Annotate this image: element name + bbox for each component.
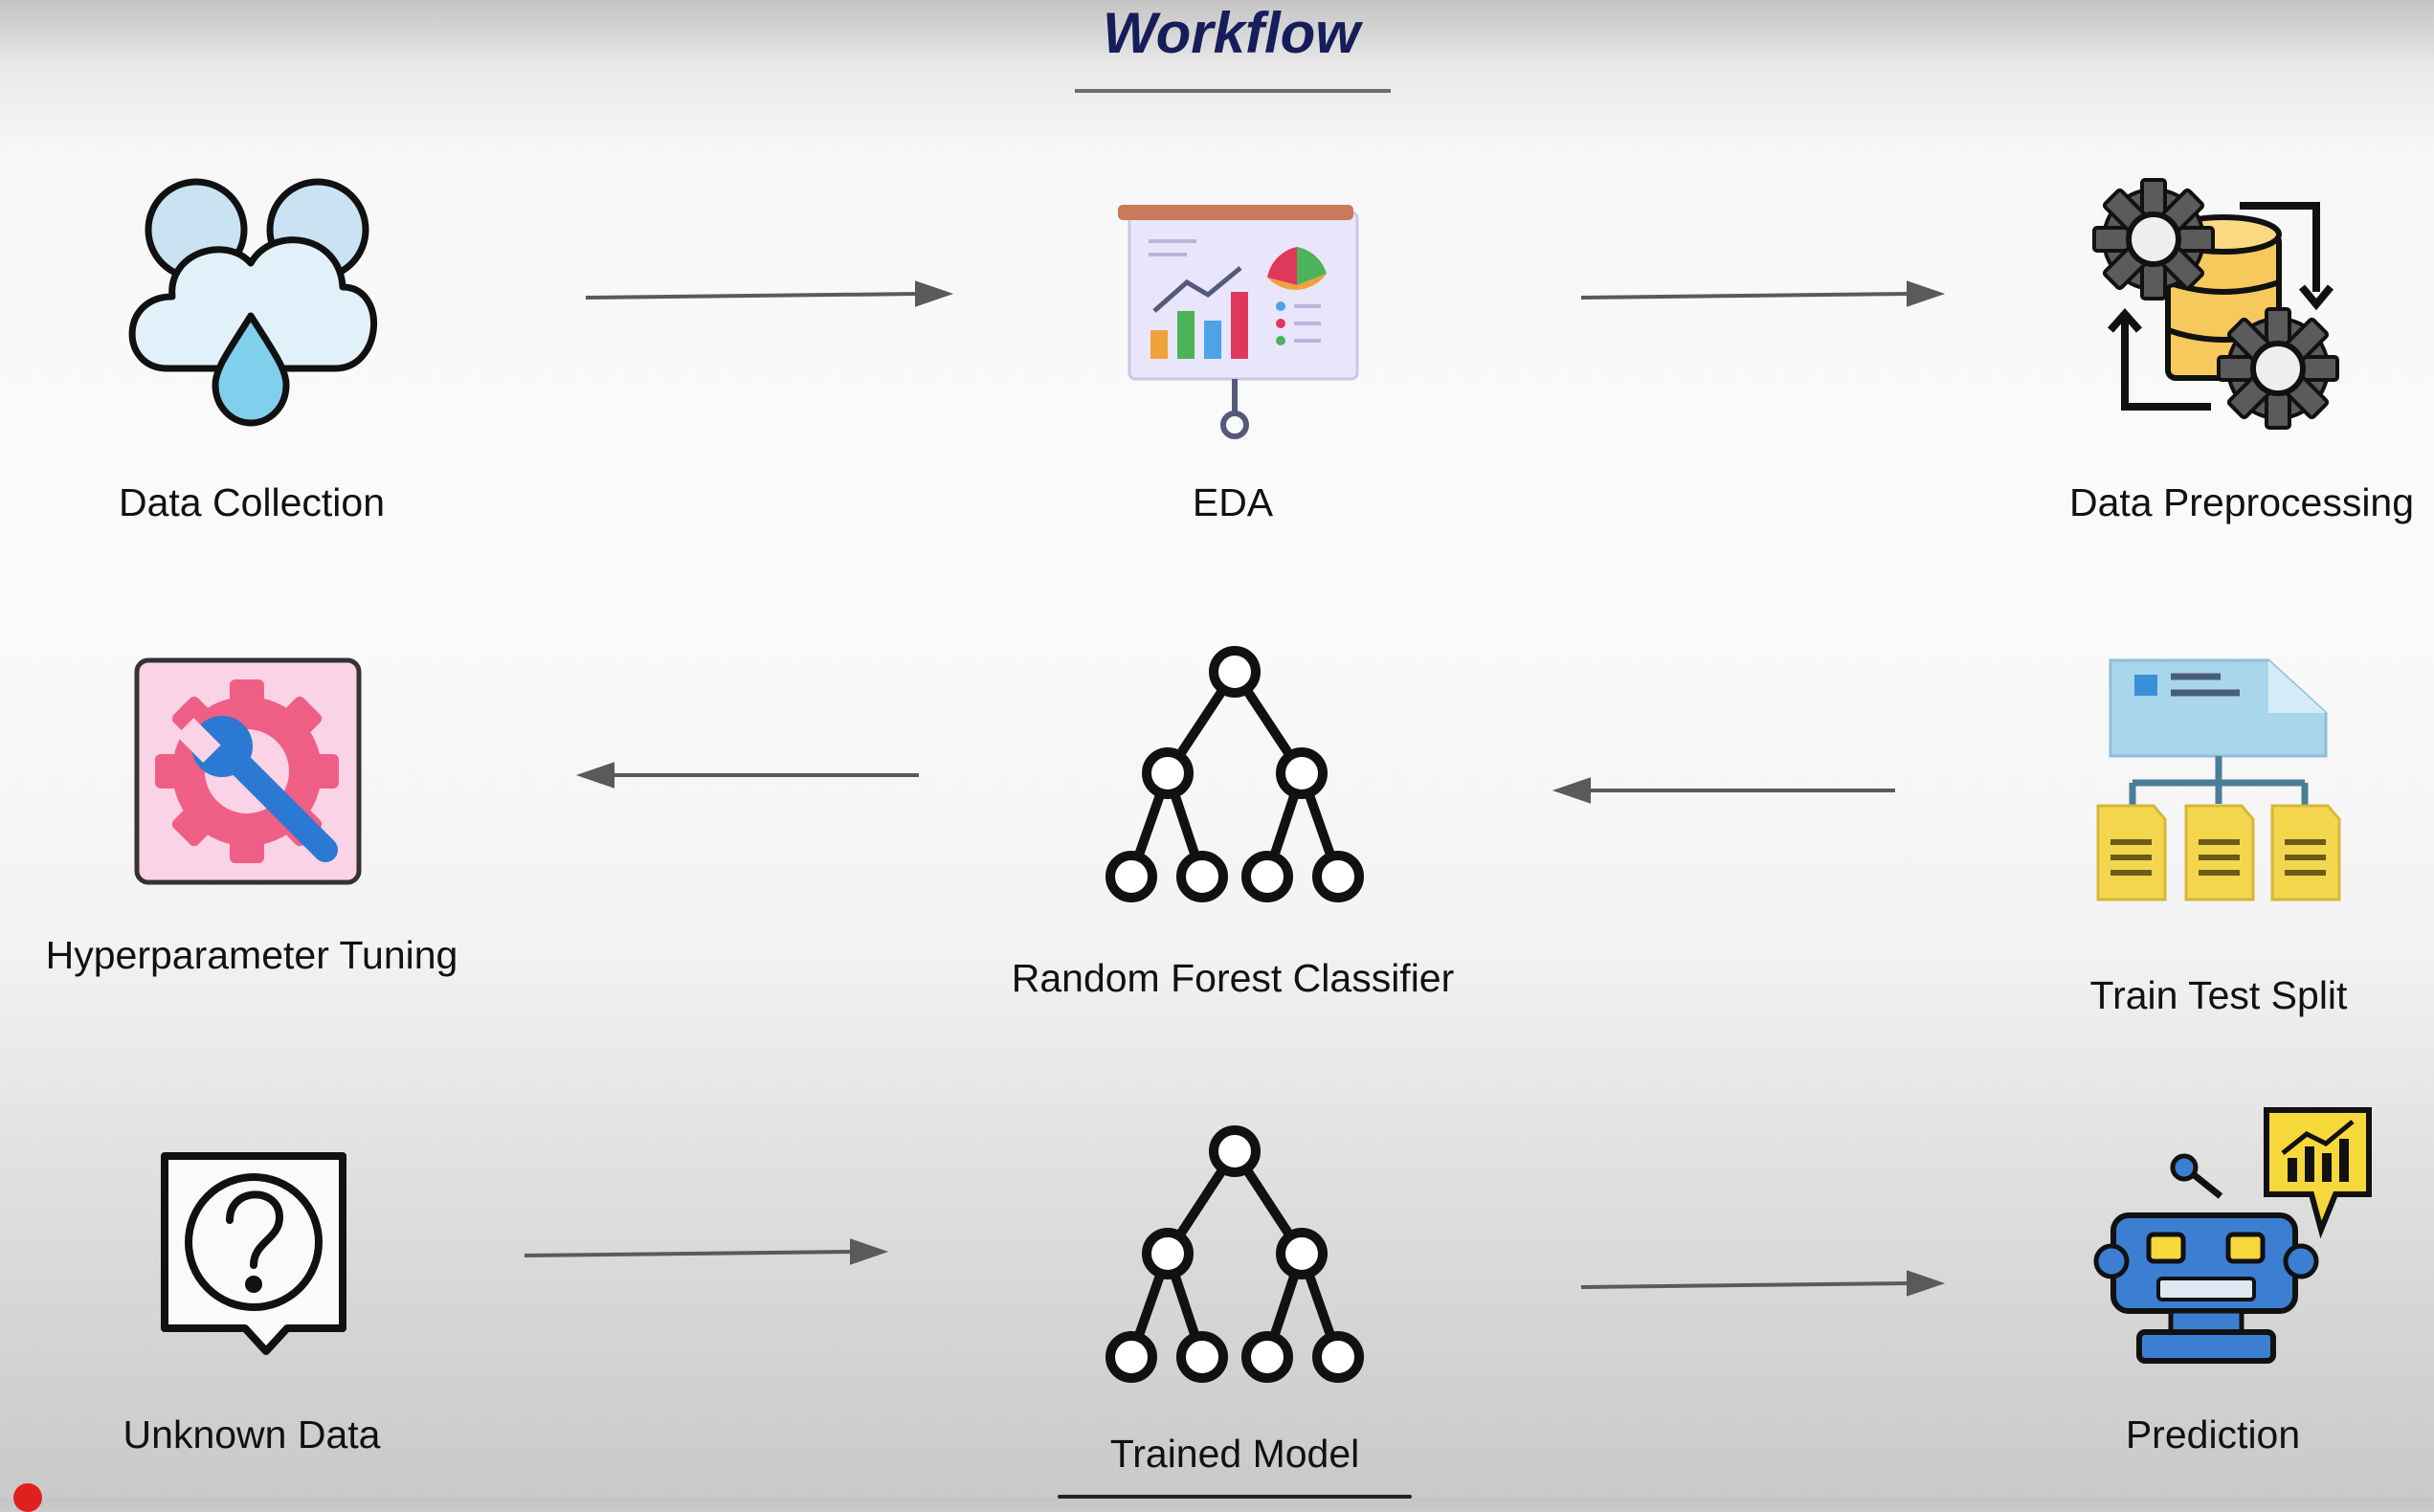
step-label-train-test-split: Train Test Split — [2089, 973, 2348, 1017]
diagram-title: Workflow — [1103, 1, 1360, 65]
step-label-data-preprocessing: Data Preprocessing — [2068, 480, 2415, 524]
gear-wrench-icon — [134, 657, 362, 885]
presentation-chart-icon — [1118, 205, 1359, 439]
arrow-train-test-split-to-random-forest — [1552, 777, 1895, 804]
step-label-eda: EDA — [1192, 480, 1274, 524]
step-label-hyperparameter-tuning: Hyperparameter Tuning — [45, 933, 458, 977]
database-gears-icon — [2092, 178, 2339, 430]
cloud-raindrop-icon — [128, 178, 377, 427]
tree-hierarchy-icon — [1105, 1125, 1364, 1383]
step-label-prediction: Prediction — [2125, 1412, 2301, 1456]
red-dot-indicator — [13, 1483, 42, 1512]
arrow-unknown-data-to-trained-model — [524, 1238, 889, 1265]
arrow-trained-model-to-prediction — [1580, 1270, 1946, 1297]
document-split-icon — [2096, 658, 2341, 901]
step-label-random-forest: Random Forest Classifier — [1011, 956, 1455, 1000]
title-underline — [1075, 89, 1391, 93]
step-label-unknown-data: Unknown Data — [123, 1412, 381, 1456]
tree-hierarchy-icon — [1105, 646, 1364, 902]
step-label-data-collection: Data Collection — [118, 480, 386, 524]
arrow-eda-to-data-preprocessing — [1580, 280, 1946, 307]
bottom-bar — [1058, 1495, 1412, 1499]
question-bubble-icon — [161, 1152, 346, 1355]
arrow-data-collection-to-eda — [585, 280, 954, 307]
step-label-trained-model: Trained Model — [1109, 1432, 1360, 1476]
robot-chart-icon — [2093, 1107, 2372, 1364]
arrow-random-forest-to-hyperparameter-tuning — [575, 762, 919, 789]
